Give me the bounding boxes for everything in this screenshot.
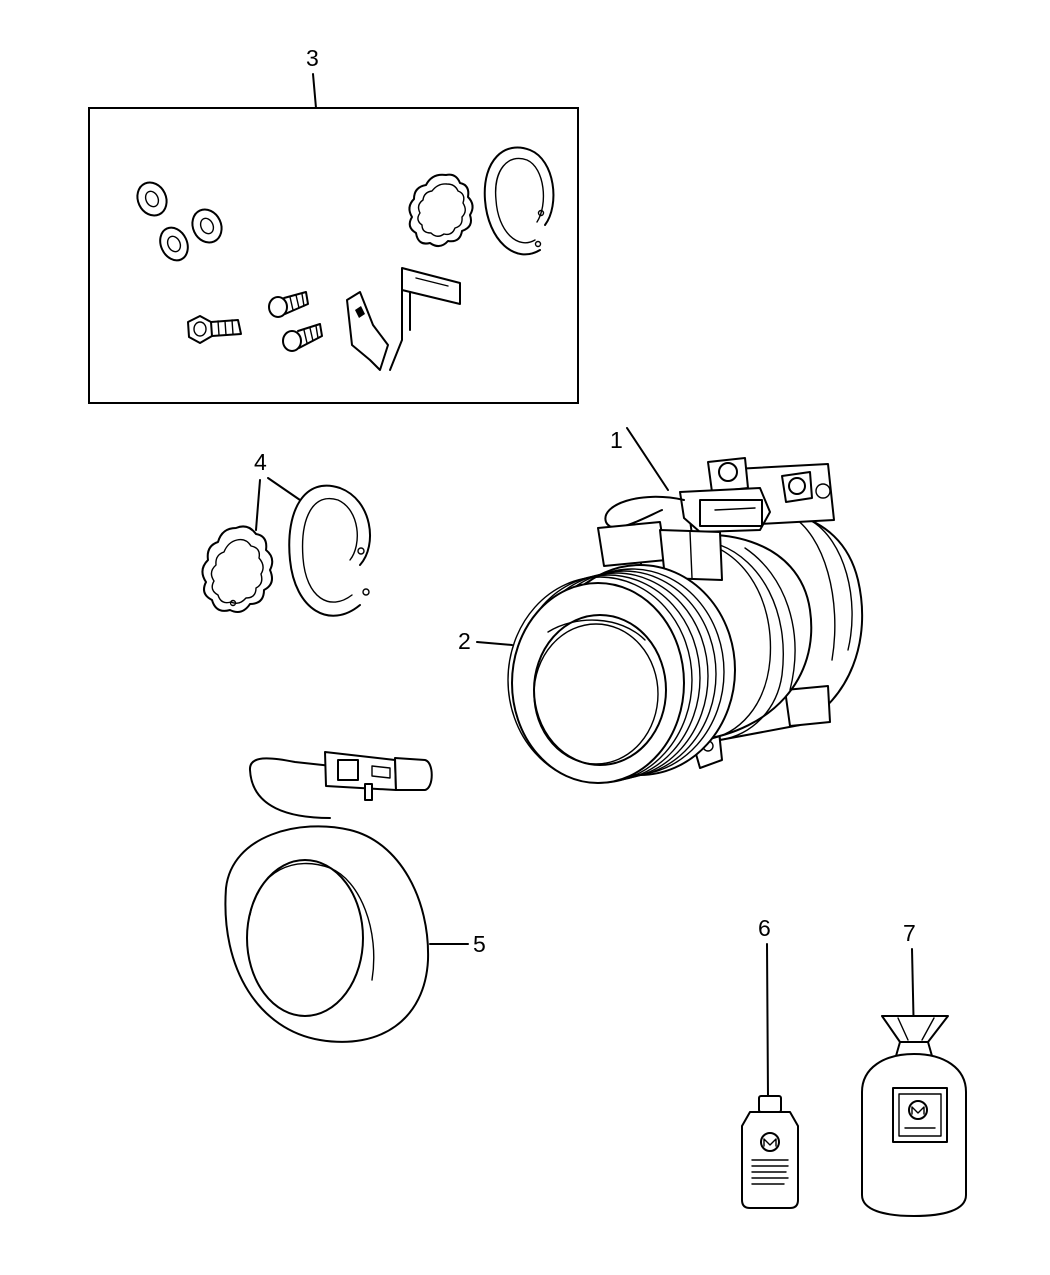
callout-2: 2 — [458, 628, 513, 654]
washer-1-icon — [136, 181, 168, 217]
callout-4: 4 — [254, 449, 301, 531]
leader-line-1 — [626, 427, 669, 491]
callout-label-1: 1 — [610, 427, 623, 453]
kit-snap-ring-icon — [483, 146, 555, 256]
callout-label-4: 4 — [254, 449, 267, 475]
washer-2-icon — [159, 226, 189, 262]
gasket-icon — [201, 525, 274, 613]
callout-label-7: 7 — [903, 920, 916, 946]
field-coil-icon — [224, 751, 433, 1043]
leader-line-4b — [255, 479, 261, 531]
kit-screw-1-icon — [268, 291, 309, 318]
callout-label-2: 2 — [458, 628, 471, 654]
kit-washers — [136, 181, 223, 262]
snap-ring-icon — [288, 484, 372, 617]
callout-5: 5 — [429, 931, 486, 957]
callout-label-6: 6 — [758, 915, 771, 941]
leader-line-2 — [476, 641, 513, 646]
kit-screw-2-icon — [282, 323, 323, 352]
washer-3-icon — [191, 208, 223, 244]
callout-label-5: 5 — [473, 931, 486, 957]
refrigerant-tank-icon — [861, 1015, 967, 1217]
kit-bolt-icon — [187, 315, 242, 344]
pag-oil-bottle-icon — [741, 1095, 799, 1209]
callout-6: 6 — [758, 915, 771, 1099]
leader-line-6 — [766, 943, 769, 1099]
callout-label-3: 3 — [306, 45, 319, 71]
kit-box — [88, 107, 579, 404]
ac-compressor — [507, 457, 864, 784]
callout-1: 1 — [610, 427, 669, 491]
leader-line-4a — [267, 477, 301, 501]
leader-line-3 — [312, 73, 317, 109]
callout-3: 3 — [306, 45, 319, 109]
kit-bracket-icon — [346, 267, 461, 371]
kit-gasket-icon — [408, 173, 474, 247]
